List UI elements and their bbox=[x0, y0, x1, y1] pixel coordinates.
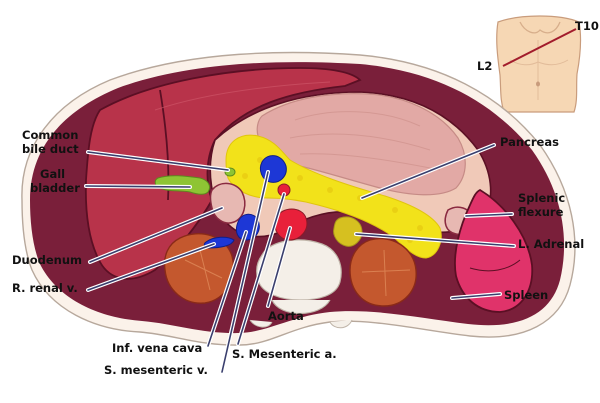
aorta bbox=[274, 208, 308, 241]
inset-label-t10: T10 bbox=[575, 19, 599, 33]
label-splenic-flexure-line2: flexure bbox=[518, 205, 564, 219]
label-common-bile-duct-line2: bile duct bbox=[22, 142, 79, 156]
vertebra bbox=[256, 239, 342, 301]
label-gall-bladder-line1: Gall bbox=[40, 167, 65, 181]
torso-figure bbox=[496, 15, 582, 113]
torso-inset: T10 L2 bbox=[477, 15, 599, 113]
left-adrenal bbox=[333, 216, 363, 247]
labels: Common bile duct Gall bladder Duodenum R… bbox=[12, 128, 584, 377]
leader-lines bbox=[84, 143, 516, 374]
label-aorta: Aorta bbox=[268, 309, 304, 323]
cross-section bbox=[21, 51, 576, 346]
label-r-renal-v: R. renal v. bbox=[12, 281, 78, 295]
label-gall-bladder-line2: bladder bbox=[30, 181, 80, 195]
duodenum bbox=[209, 182, 246, 224]
label-inf-vena-cava: Inf. vena cava bbox=[112, 341, 202, 355]
label-pancreas: Pancreas bbox=[500, 135, 559, 149]
inset-label-l2: L2 bbox=[477, 59, 492, 73]
label-splenic-flexure-line1: Splenic bbox=[518, 191, 565, 205]
label-l-adrenal: L. Adrenal bbox=[518, 237, 584, 251]
label-s-mesenteric-v: S. mesenteric v. bbox=[104, 363, 208, 377]
level-line bbox=[502, 28, 577, 67]
superior-mesenteric-vein bbox=[259, 155, 287, 183]
label-duodenum: Duodenum bbox=[12, 253, 82, 267]
label-common-bile-duct-line1: Common bbox=[22, 128, 78, 142]
label-s-mesenteric-a: S. Mesenteric a. bbox=[232, 347, 337, 361]
left-kidney bbox=[349, 238, 417, 307]
spleen bbox=[454, 188, 534, 313]
label-spleen: Spleen bbox=[504, 288, 548, 302]
